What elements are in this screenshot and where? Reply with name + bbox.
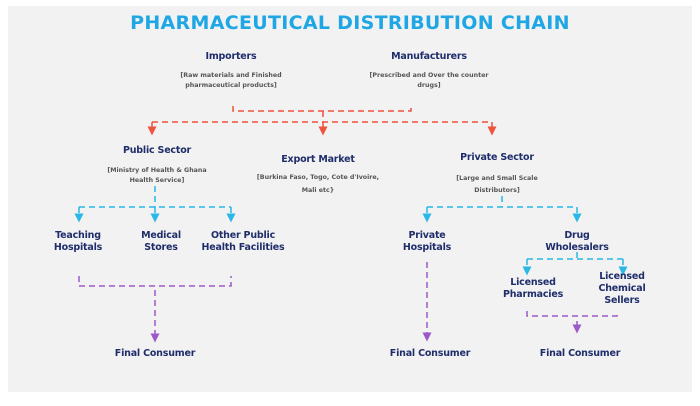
red-connector	[147, 106, 497, 136]
importers-label: Importers	[205, 51, 257, 62]
purple-connector	[78, 262, 618, 343]
page-title: PHARMACEUTICAL DISTRIBUTION CHAIN	[130, 12, 570, 34]
public-sector-label: Public Sector	[122, 145, 192, 156]
final-consumer-public: Final Consumer	[114, 348, 196, 359]
export-market-note: [Burkina Faso, Togo, Cote d'Ivoire,Mali …	[256, 174, 380, 194]
manufacturers-label: Manufacturers	[391, 51, 467, 62]
final-consumer-private-hospitals: Final Consumer	[389, 348, 471, 359]
private-sector-label: Private Sector	[460, 152, 534, 163]
final-consumer-retail: Final Consumer	[539, 348, 621, 359]
export-market-label: Export Market	[281, 154, 355, 165]
blue-connector	[74, 186, 628, 276]
